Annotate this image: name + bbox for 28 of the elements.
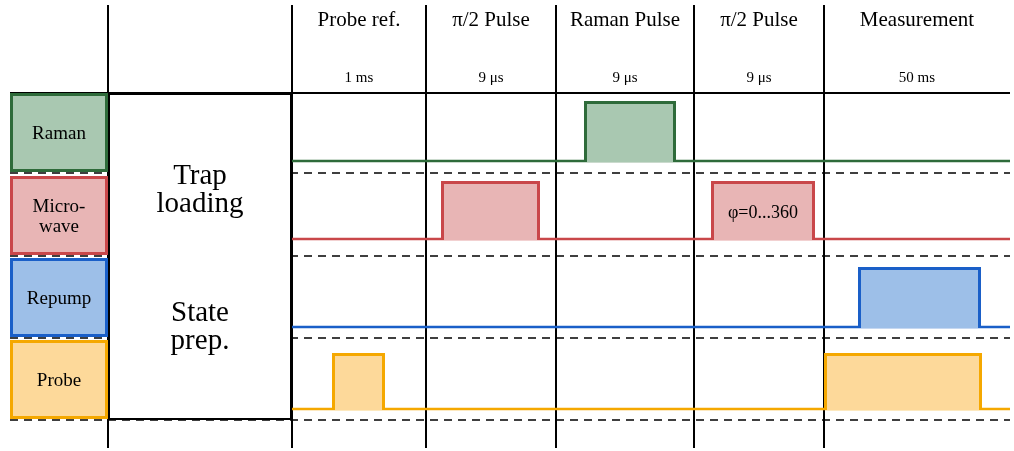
pulse-block — [584, 101, 676, 162]
channel-label: Probe — [35, 369, 83, 390]
phase-heading: Raman Pulse — [569, 8, 681, 33]
duration-label: 9 μs — [612, 68, 638, 87]
phase-label: Trap loading — [155, 159, 245, 216]
phase-heading: Probe ref. — [317, 8, 401, 33]
phase-label: State prep. — [169, 297, 231, 354]
pulse-block — [858, 267, 981, 328]
channel-box — [10, 258, 108, 337]
duration-label: 50 ms — [898, 68, 936, 87]
pulse-block — [441, 181, 540, 240]
channel-label: Raman — [31, 122, 87, 143]
duration-label: 9 μs — [746, 68, 772, 87]
pulse-block — [332, 353, 385, 410]
phase-setting-label: φ=0...360 — [727, 200, 798, 224]
channel-box — [10, 176, 108, 255]
channel-box — [10, 340, 108, 419]
pulse-block — [711, 181, 815, 240]
phase-box — [108, 93, 292, 420]
pulse-block — [824, 353, 982, 410]
duration-label: 9 μs — [478, 68, 504, 87]
duration-label: 1 ms — [344, 68, 374, 87]
phase-heading: π/2 Pulse — [720, 8, 798, 33]
channel-label: Repump — [26, 287, 92, 308]
channel-label: Micro-wave — [31, 195, 87, 236]
channel-box — [10, 93, 108, 172]
phase-heading: π/2 Pulse — [452, 8, 530, 33]
phase-heading: Measurement — [859, 8, 975, 33]
